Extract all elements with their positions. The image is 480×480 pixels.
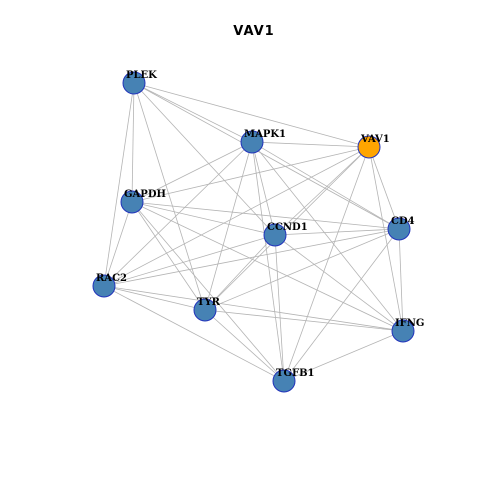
edge-gapdh-ccnd1 <box>131 201 276 236</box>
node-label-gapdh: GAPDH <box>124 189 166 200</box>
edge-ccnd1-tyr <box>204 234 276 311</box>
edge-mapk1-tyr <box>204 141 253 311</box>
node-cd4[interactable] <box>387 217 411 241</box>
node-tyr[interactable] <box>193 298 217 322</box>
edge-tyr-ifng <box>204 309 404 332</box>
edge-gapdh-rac2 <box>103 201 133 287</box>
node-label-tgfb1: TGFB1 <box>276 368 315 379</box>
node-tgfb1[interactable] <box>272 369 296 393</box>
edge-mapk1-gapdh <box>131 141 253 203</box>
edge-cd4-ifng <box>398 228 404 332</box>
edge-mapk1-tgfb1 <box>251 141 285 382</box>
edge-plek-cd4 <box>133 82 400 230</box>
edge-tyr-tgfb1 <box>204 309 285 382</box>
node-ifng[interactable] <box>391 319 415 343</box>
edge-ccnd1-tgfb1 <box>274 234 285 382</box>
edge-vav1-ifng <box>368 146 404 332</box>
edge-plek-vav1 <box>133 82 370 148</box>
node-plek[interactable] <box>122 71 146 95</box>
edge-mapk1-ifng <box>251 141 404 332</box>
node-label-plek: PLEK <box>126 70 157 81</box>
edge-cd4-tyr <box>204 228 400 311</box>
edge-ccnd1-ifng <box>274 234 404 332</box>
edge-mapk1-vav1 <box>251 141 370 148</box>
edge-cd4-tgfb1 <box>283 228 400 382</box>
edge-plek-mapk1 <box>133 82 253 143</box>
node-vav1[interactable] <box>357 135 381 159</box>
edge-gapdh-ifng <box>131 201 404 332</box>
edge-vav1-rac2 <box>103 146 370 287</box>
node-label-mapk1: MAPK1 <box>244 129 286 140</box>
nodes-layer <box>92 71 415 393</box>
edge-mapk1-cd4 <box>251 141 400 230</box>
edge-mapk1-ccnd1 <box>251 141 276 236</box>
edges-layer <box>103 82 404 382</box>
node-rac2[interactable] <box>92 274 116 298</box>
edge-gapdh-cd4 <box>131 201 400 230</box>
edge-plek-tyr <box>133 82 206 311</box>
node-label-vav1: VAV1 <box>360 134 390 145</box>
edge-vav1-tgfb1 <box>283 146 370 382</box>
edge-vav1-ccnd1 <box>274 146 370 236</box>
edge-mapk1-rac2 <box>103 141 253 287</box>
edge-ccnd1-cd4 <box>274 228 400 236</box>
edge-rac2-tyr <box>103 285 206 311</box>
node-mapk1[interactable] <box>240 130 264 154</box>
edge-vav1-gapdh <box>131 146 370 203</box>
node-label-ifng: IFNG <box>395 318 424 329</box>
edge-cd4-rac2 <box>103 228 400 287</box>
edge-ccnd1-rac2 <box>103 234 276 287</box>
edge-plek-rac2 <box>103 82 135 287</box>
node-label-cd4: CD4 <box>391 216 415 227</box>
edge-plek-gapdh <box>131 82 135 203</box>
diagram-title: VAV1 <box>233 24 274 39</box>
edge-rac2-ifng <box>103 285 404 332</box>
edge-plek-ccnd1 <box>133 82 276 236</box>
edge-vav1-cd4 <box>368 146 400 230</box>
node-label-ccnd1: CCND1 <box>267 222 308 233</box>
node-gapdh[interactable] <box>120 190 144 214</box>
edge-ifng-tgfb1 <box>283 330 404 382</box>
edge-rac2-tgfb1 <box>103 285 285 382</box>
edge-gapdh-tgfb1 <box>131 201 285 382</box>
edge-gapdh-tyr <box>131 201 206 311</box>
node-label-tyr: TYR <box>197 297 221 308</box>
node-label-rac2: RAC2 <box>96 273 127 284</box>
edge-vav1-tyr <box>204 146 370 311</box>
node-ccnd1[interactable] <box>263 223 287 247</box>
